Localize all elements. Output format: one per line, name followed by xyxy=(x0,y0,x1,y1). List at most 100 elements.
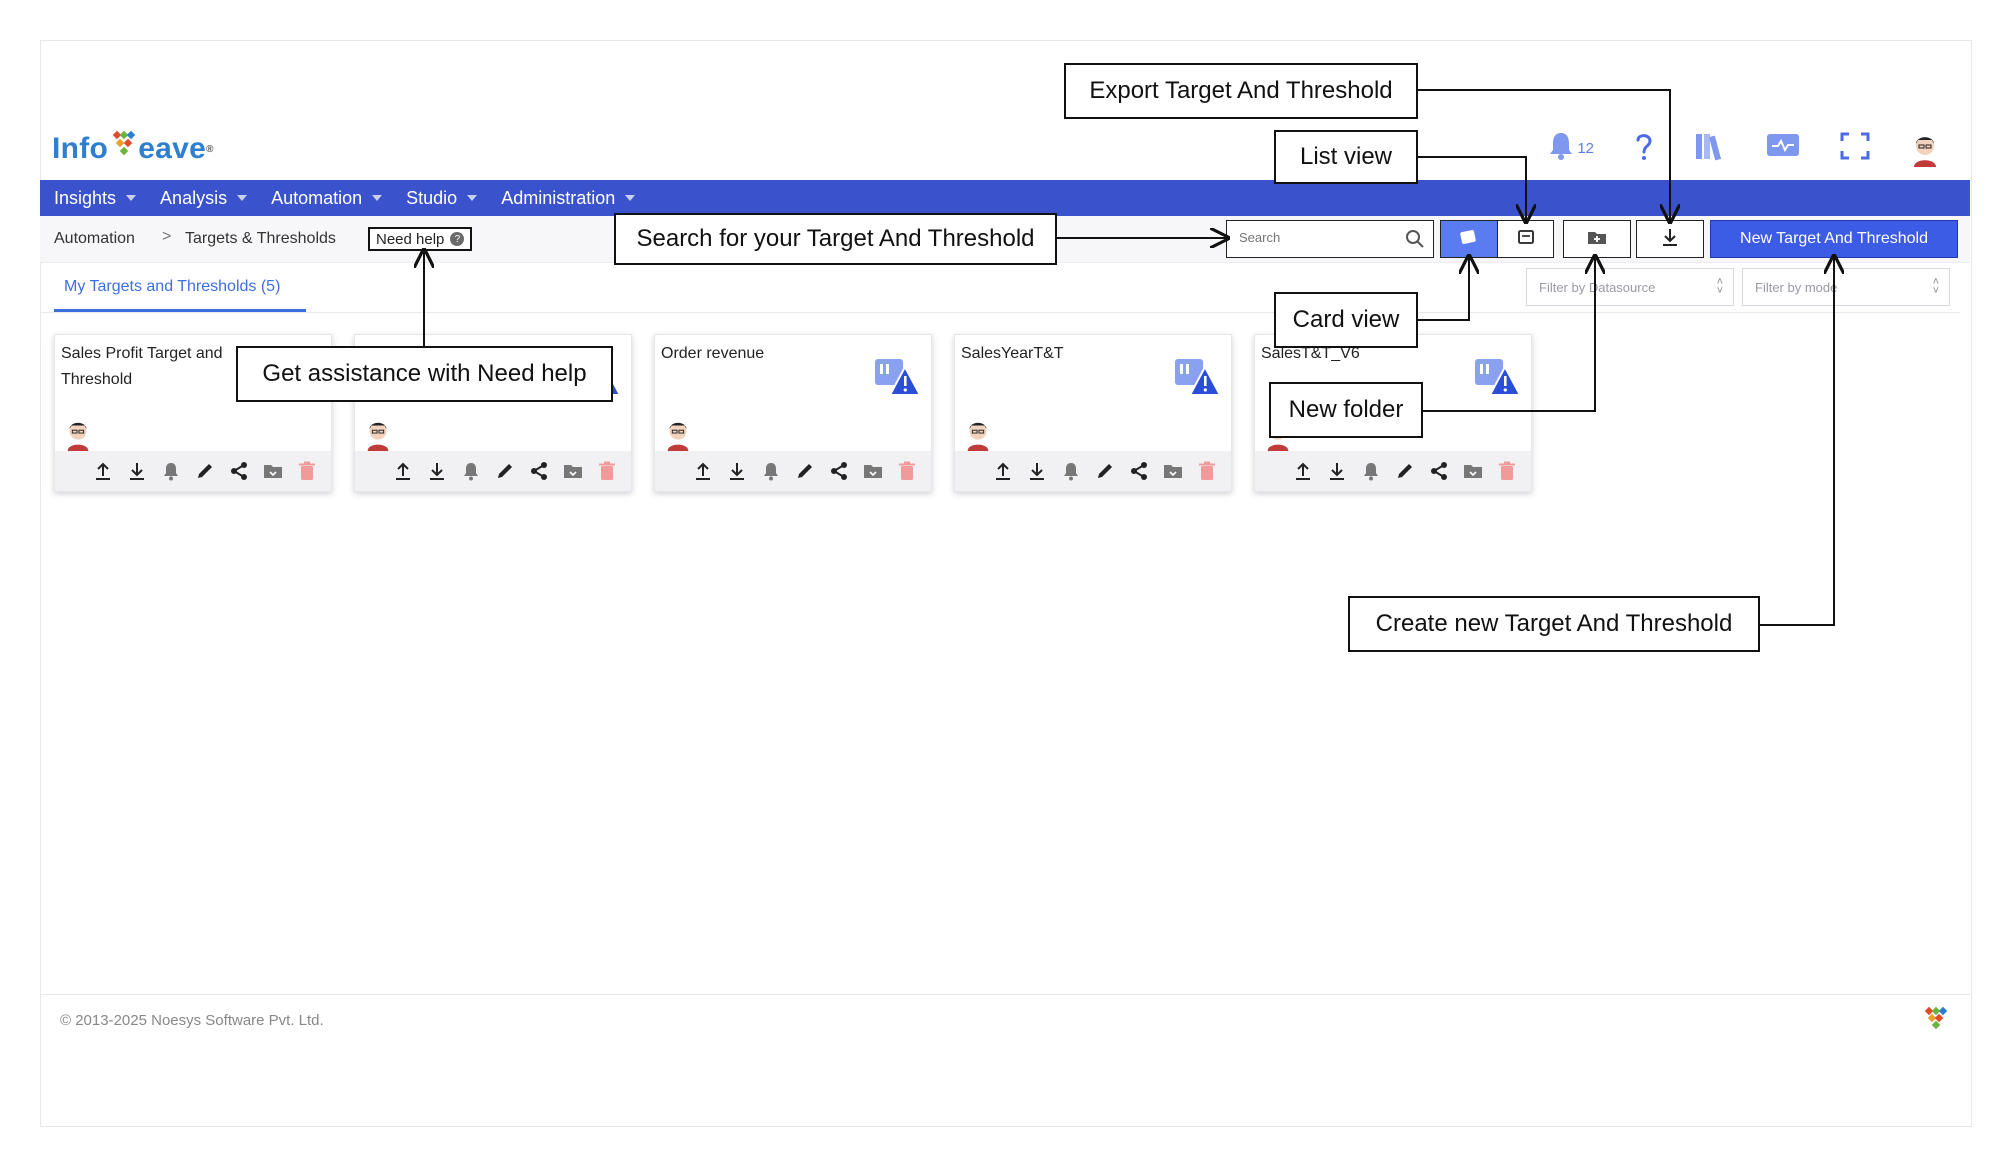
tab-divider xyxy=(40,312,1960,313)
mode-filter-placeholder: Filter by mode xyxy=(1755,279,1838,295)
updown-arrows-icon: ˄˅ xyxy=(1932,276,1939,297)
mode-filter[interactable]: Filter by mode ˄˅ xyxy=(1742,268,1950,306)
tab-my-targets[interactable]: My Targets and Thresholds (5) xyxy=(64,278,281,295)
caret-down-icon xyxy=(372,195,383,201)
upload-icon[interactable] xyxy=(693,461,713,481)
pencil-icon[interactable] xyxy=(195,461,215,481)
notification-count: 12 xyxy=(1577,139,1594,157)
target-threshold-card[interactable]: SalesYearT&T xyxy=(954,334,1232,492)
share-icon[interactable] xyxy=(1429,461,1449,481)
upload-icon[interactable] xyxy=(93,461,113,481)
search-input[interactable] xyxy=(1237,229,1401,246)
library-button[interactable] xyxy=(1694,131,1726,166)
footer-logo-icon xyxy=(1922,1006,1948,1037)
callout-need-help-text: Get assistance with Need help xyxy=(262,360,587,387)
download-icon[interactable] xyxy=(1027,461,1047,481)
nav-administration[interactable]: Administration xyxy=(501,187,636,209)
download-icon[interactable] xyxy=(127,461,147,481)
share-icon[interactable] xyxy=(829,461,849,481)
pencil-icon[interactable] xyxy=(795,461,815,481)
datasource-filter-placeholder: Filter by Datasource xyxy=(1539,279,1656,295)
trash-icon[interactable] xyxy=(1497,461,1517,481)
pencil-icon[interactable] xyxy=(495,461,515,481)
bell-icon[interactable] xyxy=(761,461,781,481)
pencil-icon[interactable] xyxy=(1095,461,1115,481)
card-action-bar xyxy=(55,451,331,491)
avatar-icon xyxy=(1910,131,1940,167)
need-help-button[interactable]: Need help ? xyxy=(368,227,473,251)
trash-icon[interactable] xyxy=(597,461,617,481)
upload-icon[interactable] xyxy=(1293,461,1313,481)
new-folder-button[interactable] xyxy=(1563,220,1631,258)
copyright-text: © 2013-2025 Noesys Software Pvt. Ltd. xyxy=(60,1012,324,1029)
logo-text-left: Info xyxy=(52,132,109,165)
logo-mark-icon xyxy=(108,130,138,168)
card-action-bar xyxy=(655,451,931,491)
nav-studio[interactable]: Studio xyxy=(406,187,478,209)
bell-icon[interactable] xyxy=(1361,461,1381,481)
help-button[interactable] xyxy=(1634,131,1654,166)
card-view-icon xyxy=(1459,228,1479,251)
search-box[interactable] xyxy=(1226,220,1434,258)
bell-icon xyxy=(1548,131,1574,166)
upload-icon[interactable] xyxy=(993,461,1013,481)
user-avatar[interactable] xyxy=(1910,131,1940,167)
screenshot-frame xyxy=(40,40,1972,1127)
warning-status-icon xyxy=(1473,357,1522,397)
nav-label: Studio xyxy=(406,187,458,208)
bell-icon[interactable] xyxy=(1061,461,1081,481)
fullscreen-button[interactable] xyxy=(1840,132,1870,165)
new-button-label: New Target And Threshold xyxy=(1740,230,1928,247)
new-target-threshold-button[interactable]: New Target And Threshold xyxy=(1710,220,1958,258)
card-action-bar xyxy=(355,451,631,491)
download-icon[interactable] xyxy=(727,461,747,481)
list-view-button[interactable] xyxy=(1497,220,1554,258)
download-icon[interactable] xyxy=(427,461,447,481)
export-button[interactable] xyxy=(1636,220,1704,258)
move-to-folder-icon[interactable] xyxy=(1163,461,1183,481)
nav-automation[interactable]: Automation xyxy=(271,188,383,209)
share-icon[interactable] xyxy=(229,461,249,481)
callout-export-text: Export Target And Threshold xyxy=(1089,77,1393,104)
folder-plus-icon xyxy=(1587,228,1607,251)
bell-icon[interactable] xyxy=(161,461,181,481)
trash-icon[interactable] xyxy=(297,461,317,481)
move-to-folder-icon[interactable] xyxy=(563,461,583,481)
main-nav: Insights Analysis Automation Studio Admi… xyxy=(40,180,1970,216)
share-icon[interactable] xyxy=(529,461,549,481)
nav-label: Administration xyxy=(501,187,616,208)
callout-card-view: Card view xyxy=(1274,292,1418,348)
header-icons: 12 xyxy=(1548,126,1940,170)
datasource-filter[interactable]: Filter by Datasource ˄˅ xyxy=(1526,268,1734,306)
target-threshold-card[interactable]: Order revenue xyxy=(654,334,932,492)
pencil-icon[interactable] xyxy=(1395,461,1415,481)
question-circle-icon: ? xyxy=(450,232,465,246)
question-icon xyxy=(1634,131,1654,166)
card-title: SalesT&T_V6 xyxy=(1261,345,1360,362)
card-action-bar xyxy=(955,451,1231,491)
monitor-button[interactable] xyxy=(1766,132,1800,165)
card-view-button[interactable] xyxy=(1440,220,1498,258)
trash-icon[interactable] xyxy=(1197,461,1217,481)
search-icon xyxy=(1405,229,1425,254)
download-icon[interactable] xyxy=(1327,461,1347,481)
caret-down-icon xyxy=(625,195,636,201)
nav-analysis[interactable]: Analysis xyxy=(160,188,248,209)
move-to-folder-icon[interactable] xyxy=(863,461,883,481)
notifications-button[interactable]: 12 xyxy=(1548,131,1594,166)
books-icon xyxy=(1694,131,1726,166)
callout-export: Export Target And Threshold xyxy=(1064,63,1418,119)
move-to-folder-icon[interactable] xyxy=(1463,461,1483,481)
nav-insights[interactable]: Insights xyxy=(54,188,137,209)
need-help-label: Need help xyxy=(376,230,445,248)
trash-icon[interactable] xyxy=(897,461,917,481)
footer-divider xyxy=(40,994,1970,995)
breadcrumb-automation[interactable]: Automation xyxy=(54,230,135,247)
caret-down-icon xyxy=(467,195,478,201)
upload-icon[interactable] xyxy=(393,461,413,481)
share-icon[interactable] xyxy=(1129,461,1149,481)
move-to-folder-icon[interactable] xyxy=(263,461,283,481)
caret-down-icon xyxy=(126,195,137,201)
callout-new-folder: New folder xyxy=(1269,382,1423,438)
bell-icon[interactable] xyxy=(461,461,481,481)
